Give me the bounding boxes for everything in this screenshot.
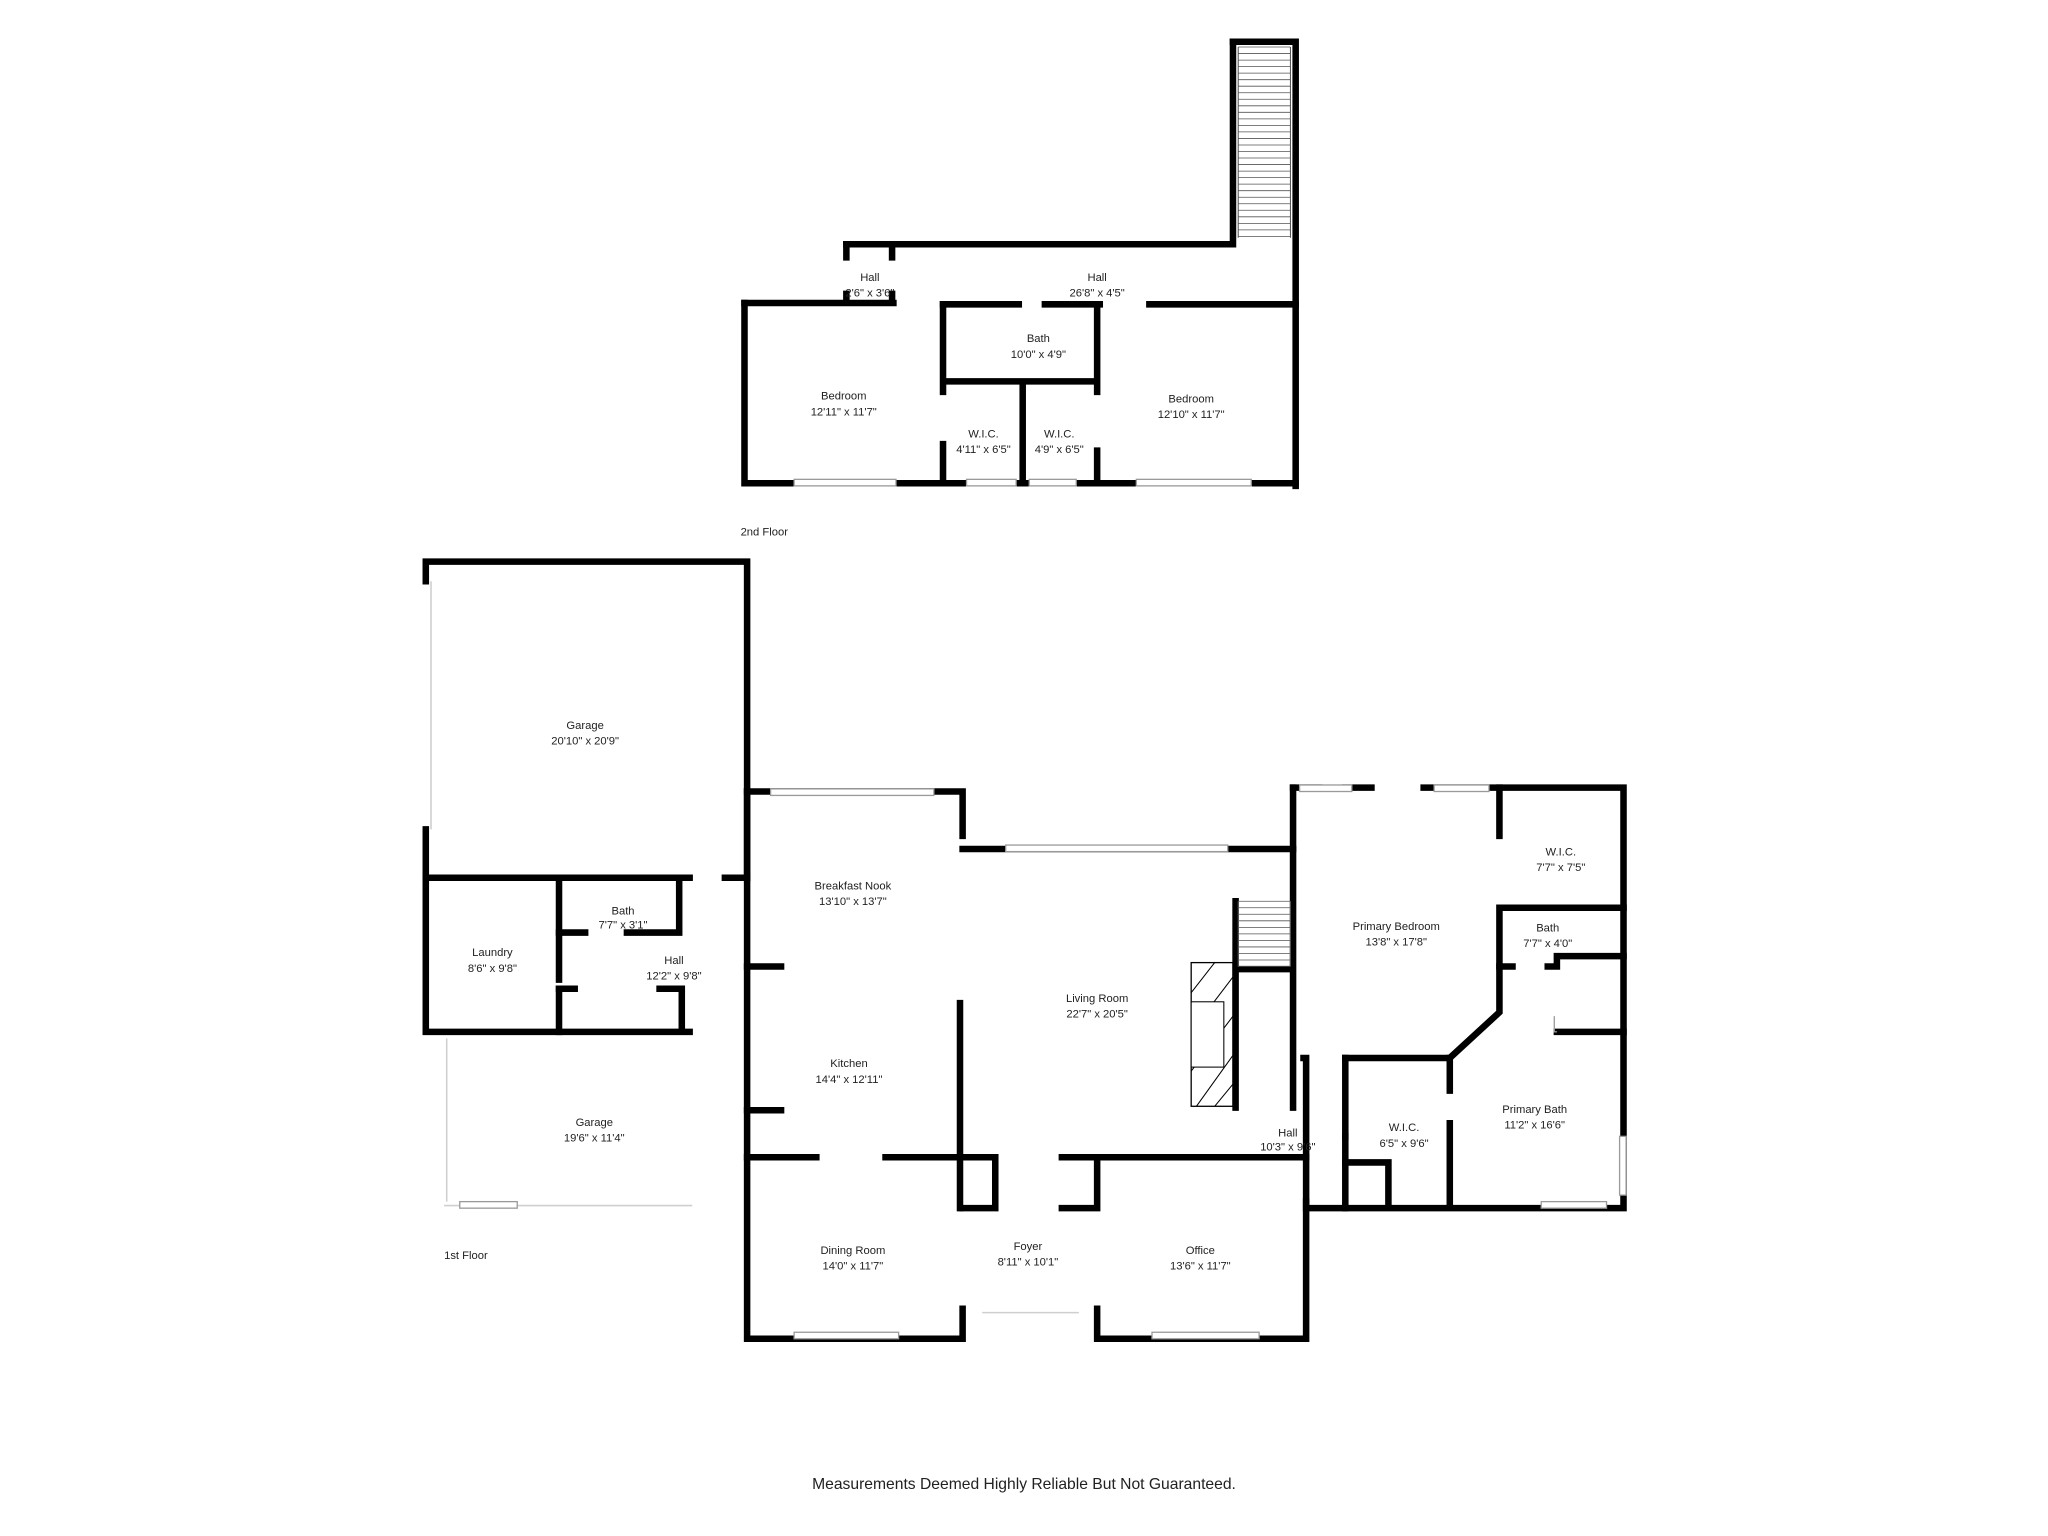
room-dims: 10'0" x 4'9" xyxy=(1011,349,1066,361)
first-floor-walls xyxy=(422,558,1627,1343)
room-name: Hall xyxy=(664,955,683,967)
room-name: Kitchen xyxy=(830,1058,867,1070)
room-name: W.I.C. xyxy=(1546,847,1577,859)
room-name: Primary Bath xyxy=(1502,1104,1567,1116)
room-dims: 13'10" x 13'7" xyxy=(819,896,887,908)
room-name: W.I.C. xyxy=(968,429,999,441)
room-dims: 7'7" x 3'1" xyxy=(598,920,647,932)
room-dims: 12'11" x 11'7" xyxy=(811,406,877,418)
room-name: Living Room xyxy=(1066,993,1128,1005)
room-name: Breakfast Nook xyxy=(815,880,892,892)
room-dims: 8'11" x 10'1" xyxy=(998,1257,1059,1269)
staircase xyxy=(1237,46,1291,238)
room-dims: 8'6" x 9'8" xyxy=(468,963,517,975)
room-name: W.I.C. xyxy=(1044,429,1075,441)
room-name: Foyer xyxy=(1014,1241,1043,1253)
room-dims: 26'8" x 4'5" xyxy=(1069,287,1124,299)
room-name: Bath xyxy=(1536,922,1559,934)
room-dims: 12'10" x 11'7" xyxy=(1158,409,1225,421)
room-dims: 13'8" x 17'8" xyxy=(1365,937,1427,949)
room-dims: 6'5" x 9'6" xyxy=(1380,1138,1429,1150)
room-dims: 20'10" x 20'9" xyxy=(551,735,619,747)
second-floor-labels: Hall 2'6" x 3'6" Hall 26'8" x 4'5" Bath … xyxy=(741,272,1225,539)
room-name: Bath xyxy=(1027,333,1050,345)
room-name: Garage xyxy=(566,720,603,732)
room-name: W.I.C. xyxy=(1389,1122,1420,1134)
second-floor-walls xyxy=(741,38,1299,490)
room-name: Garage xyxy=(576,1117,613,1129)
room-dims: 7'7" x 7'5" xyxy=(1536,862,1585,874)
room-name: Dining Room xyxy=(820,1245,885,1257)
room-name: Hall xyxy=(1087,272,1106,284)
room-name: Hall xyxy=(1278,1127,1297,1139)
room-dims: 11'2" x 16'6" xyxy=(1504,1119,1565,1131)
room-name: Bedroom xyxy=(821,391,867,403)
room-name: Hall xyxy=(860,272,879,284)
room-name: Bedroom xyxy=(1168,393,1214,405)
floor-label: 2nd Floor xyxy=(741,527,789,539)
room-name: Primary Bedroom xyxy=(1353,921,1440,933)
room-dims: 4'11" x 6'5" xyxy=(956,444,1010,456)
room-name: Bath xyxy=(611,905,634,917)
room-dims: 19'6" x 11'4" xyxy=(564,1133,625,1145)
room-dims: 14'4" x 12'11" xyxy=(816,1074,883,1086)
room-dims: 7'7" x 4'0" xyxy=(1523,938,1572,950)
room-dims: 4'9" x 6'5" xyxy=(1035,444,1084,456)
windows-2nd xyxy=(793,478,1252,487)
room-dims: 2'6" x 3'6" xyxy=(845,287,894,299)
room-name: Office xyxy=(1186,1245,1215,1257)
stair-stringer xyxy=(1237,901,1291,967)
stair-stringer xyxy=(1237,47,1291,238)
room-dims: 12'2" x 9'8" xyxy=(646,971,701,983)
room-dims: 14'0" x 11'7" xyxy=(823,1261,884,1273)
room-dims: 10'3" x 9'6" xyxy=(1260,1142,1315,1154)
fireplace xyxy=(1190,961,1234,1107)
room-dims: 22'7" x 20'5" xyxy=(1066,1008,1128,1020)
room-name: Laundry xyxy=(472,947,513,959)
staircase xyxy=(1237,900,1291,967)
disclaimer: Measurements Deemed Highly Reliable But … xyxy=(812,1476,1236,1493)
floor-label: 1st Floor xyxy=(444,1250,488,1262)
first-floor-labels: Garage 20'10" x 20'9" Laundry 8'6" x 9'8… xyxy=(444,720,1585,1273)
room-dims: 13'6" x 11'7" xyxy=(1170,1261,1231,1273)
